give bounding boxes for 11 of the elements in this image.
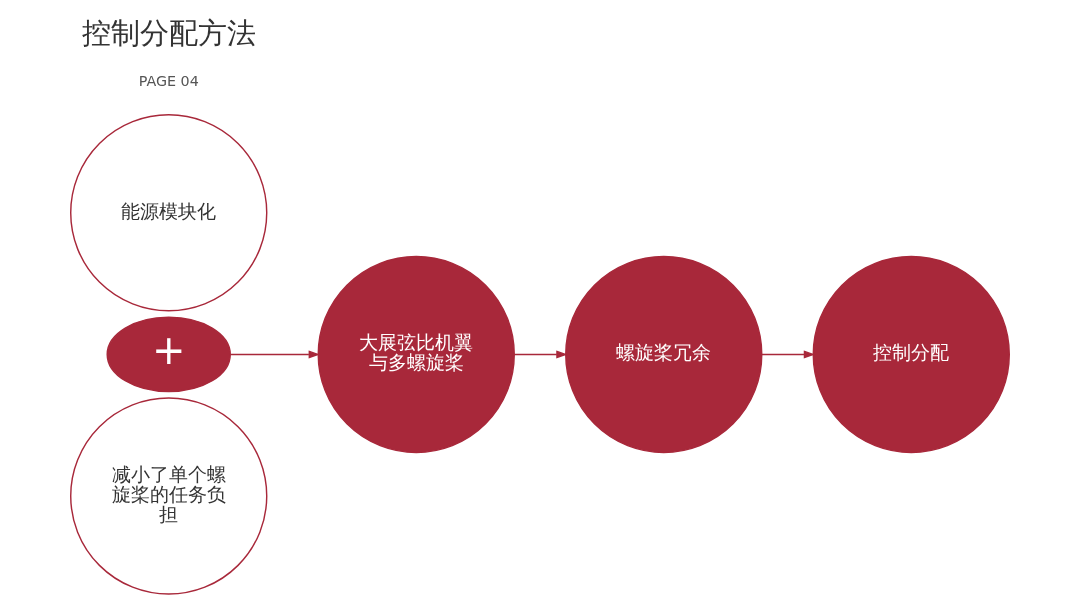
node-circle: 减小了单个螺旋桨的任务负担	[70, 397, 268, 595]
node-circle: 能源模块化	[70, 114, 268, 312]
node-ellipse: +	[106, 316, 231, 393]
label: PAGE 04	[138, 73, 199, 90]
node-circle: 螺旋桨冗余	[565, 255, 763, 454]
node-circle: 控制分配	[812, 255, 1010, 454]
node-circle: 大展弦比机翼与多螺旋桨	[317, 255, 515, 454]
arrow	[513, 350, 568, 359]
arrow	[761, 350, 816, 359]
diagram-title: 控制分配方法	[82, 15, 257, 50]
arrow	[229, 350, 321, 359]
